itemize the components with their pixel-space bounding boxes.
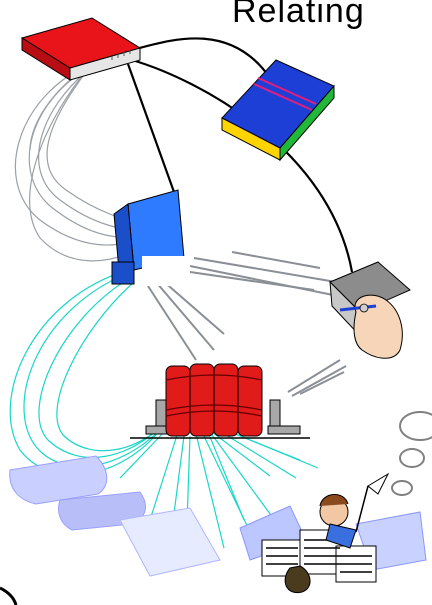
red-book-icon [22,18,140,80]
corner-arc [0,588,16,605]
blue-binder-icon [112,190,190,286]
thought-bubble-icon [392,412,432,495]
hand-writing-icon [330,262,410,358]
blue-book-icon [222,60,334,160]
red-books-on-shelf-icon [130,364,310,438]
